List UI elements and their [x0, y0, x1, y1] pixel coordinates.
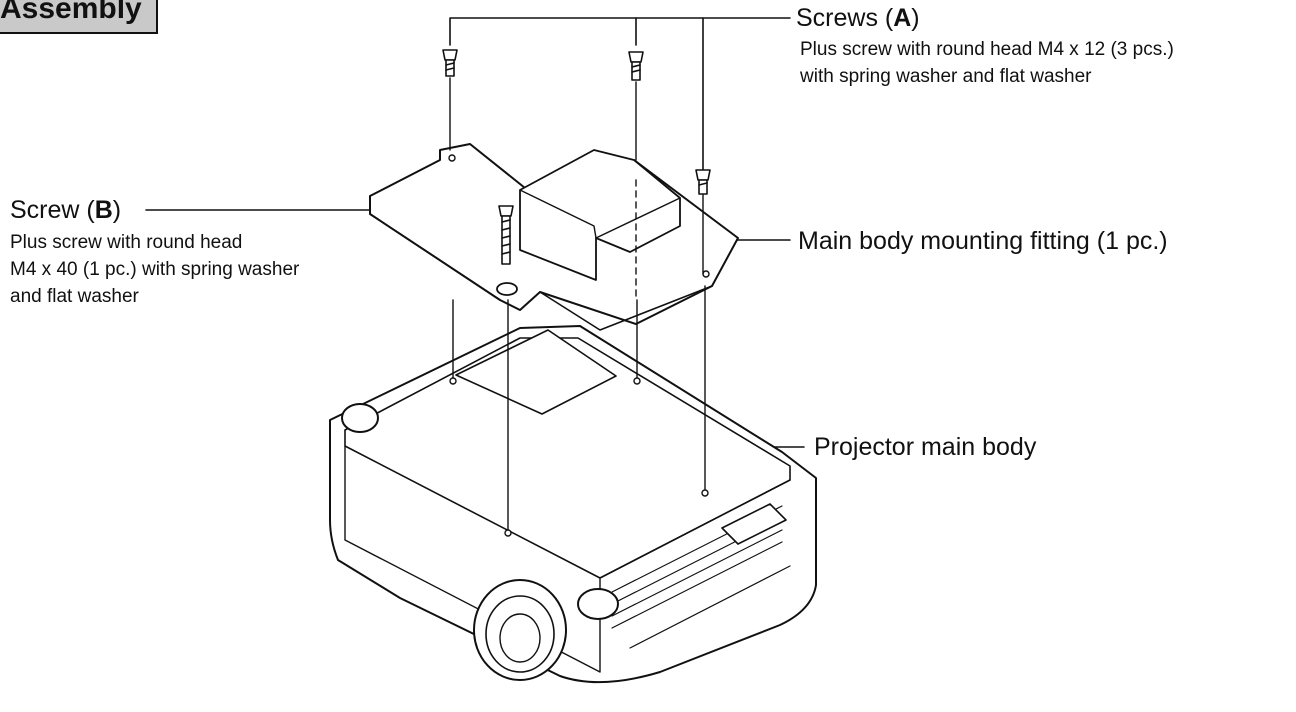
screws-a-label: Screws (A) — [796, 4, 920, 32]
assembly-axis-lines — [449, 77, 706, 531]
mounting-fitting — [369, 143, 739, 331]
screw-b-description: Plus screw with round head M4 x 40 (1 pc… — [10, 232, 300, 307]
screws-a-description: Plus screw with round head M4 x 12 (3 pc… — [800, 39, 1174, 87]
section-heading: Assembly — [0, 0, 158, 34]
screw-a-3 — [695, 169, 711, 195]
projector-main-body — [329, 325, 817, 684]
screw-a-2 — [628, 51, 644, 81]
screw-b-label: Screw (B) — [10, 196, 122, 224]
mounting-holes — [449, 377, 709, 537]
screw-b — [498, 205, 514, 265]
projector-body-label: Projector main body — [814, 433, 1037, 461]
mounting-fitting-label: Main body mounting fitting (1 pc.) — [798, 227, 1168, 255]
screw-a-1 — [442, 49, 458, 77]
